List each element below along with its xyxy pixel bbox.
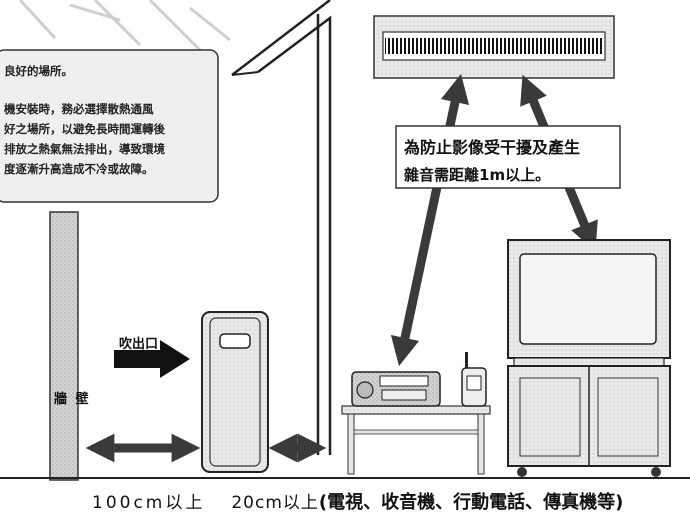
clearance-labels: 100cm以上 20cm以上(電視、收音機、行動電話、傳真機等) bbox=[92, 488, 623, 514]
note-line: 良好的場所。 bbox=[4, 64, 73, 78]
side-clearance-label: 20cm以上 bbox=[231, 493, 319, 513]
ventilation-note-box bbox=[0, 49, 219, 203]
appliances-label: (電視、收音機、行動電話、傳真機等) bbox=[318, 492, 624, 513]
distance-note-line1: 為防止影像受干擾及產生 bbox=[404, 138, 581, 157]
wall-pillar bbox=[49, 211, 79, 481]
note-line: 機安裝時，務必選擇散熱通風 bbox=[4, 102, 154, 116]
outlet-arrow bbox=[114, 340, 190, 378]
television-with-cabinet bbox=[507, 239, 671, 477]
note-line: 排放之熱氣無法排出，導致環境 bbox=[4, 142, 165, 156]
note-line: 好之場所，以避免長時間運轉後 bbox=[4, 122, 165, 136]
watermark bbox=[18, 0, 231, 57]
wall-clearance-label: 100cm以上 bbox=[92, 493, 206, 513]
note-line: 度逐漸升高造成不冷或故障。 bbox=[4, 162, 154, 176]
cordless-phone bbox=[461, 352, 487, 407]
wall-air-conditioner bbox=[373, 15, 615, 79]
house-outline bbox=[231, 0, 332, 455]
radio-cassette bbox=[351, 371, 441, 407]
distance-note-box bbox=[395, 125, 621, 189]
portable-ac-unit bbox=[201, 311, 269, 473]
side-table bbox=[341, 405, 491, 475]
outlet-label: 吹出口 bbox=[119, 337, 159, 352]
wall-label: 牆 壁 bbox=[54, 392, 91, 407]
distance-note-line2: 雜音需距離1m以上。 bbox=[404, 166, 551, 184]
